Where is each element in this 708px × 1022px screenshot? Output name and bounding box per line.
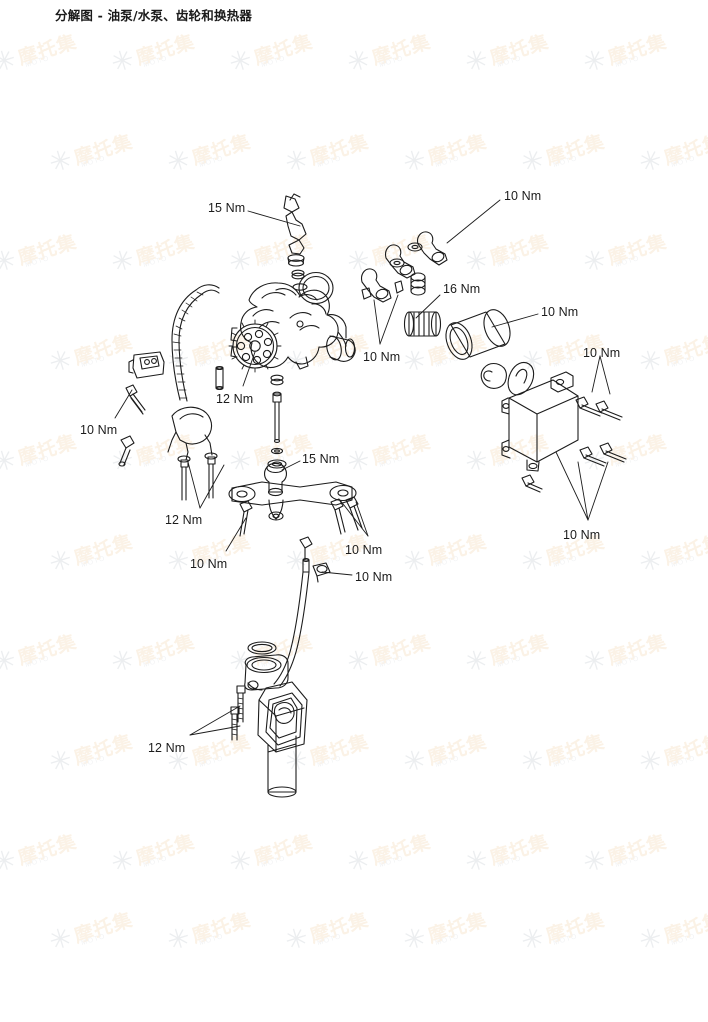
heat-exchanger-bolts-upper (575, 396, 623, 421)
torque-callout-c4: 10 Nm (541, 305, 579, 319)
page-title: 分解图 - 油泵/水泵、齿轮和换热器 (55, 8, 253, 23)
oil-spray-nozzle (118, 435, 135, 467)
oil-pressure-switch (283, 193, 307, 267)
heat-exchanger-bolts-lower (579, 442, 627, 467)
oil-filter-cartridge (445, 309, 511, 360)
oil-pump-chain (171, 284, 220, 402)
torque-callout-c2: 10 Nm (504, 189, 542, 203)
chain-guide-bolt (125, 384, 146, 415)
torque-callout-c9: 15 Nm (302, 452, 340, 466)
torque-callout-c14: 10 Nm (355, 570, 393, 584)
oil-filter-housing (244, 654, 308, 798)
chain-guide (128, 351, 165, 379)
oil-pickup-tube (273, 536, 331, 687)
torque-callout-c8: 10 Nm (80, 423, 118, 437)
torque-callout-c3: 16 Nm (443, 282, 481, 296)
torque-callout-c7: 12 Nm (216, 392, 254, 406)
lever-bolts (180, 456, 216, 501)
heat-exchanger-gaskets (480, 361, 535, 396)
oil-transfer-bridge (228, 462, 357, 521)
dowel-pin (215, 365, 224, 391)
housing-seal-ring (247, 641, 277, 655)
torque-callout-c6: 10 Nm (583, 346, 621, 360)
threaded-adapter (403, 311, 442, 337)
torque-callout-c13: 10 Nm (190, 557, 228, 571)
balance-shaft-lever (167, 406, 218, 463)
heat-exchanger-body (501, 371, 579, 493)
small-parts-cluster (361, 231, 448, 303)
torque-callout-c15: 12 Nm (148, 741, 186, 755)
torque-callout-c1: 15 Nm (208, 201, 246, 215)
torque-callout-c12: 10 Nm (345, 543, 383, 557)
pump-drive-sprocket (228, 319, 282, 373)
bridge-bolts (239, 496, 363, 537)
torque-callout-c11: 10 Nm (563, 528, 601, 542)
housing-bolts (230, 685, 246, 741)
pump-shaft (267, 374, 287, 469)
torque-callout-c5: 10 Nm (363, 350, 401, 364)
torque-callout-c10: 12 Nm (165, 513, 203, 527)
